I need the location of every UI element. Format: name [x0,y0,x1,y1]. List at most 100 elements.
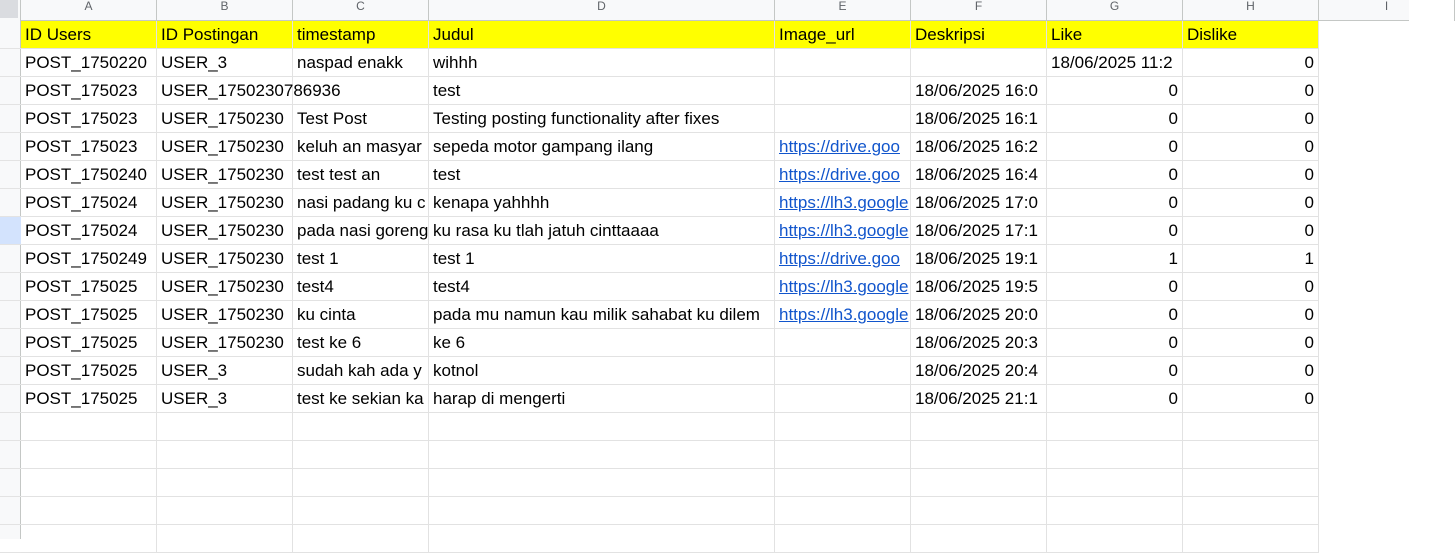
cell-e19[interactable] [775,525,911,553]
cell-b5[interactable]: USER_1750230 [157,133,293,161]
cell-a4[interactable]: POST_175023 [21,105,157,133]
cell-e8[interactable]: https://lh3.google [775,217,911,245]
cell-g3[interactable]: 0 [1047,77,1183,105]
row-header-10[interactable] [0,273,21,301]
cell-f11[interactable]: 18/06/2025 20:0 [911,301,1047,329]
cell-c11[interactable]: ku cinta [293,301,429,329]
header-cell-f[interactable]: Deskripsi [911,21,1047,49]
cell-a15[interactable] [21,413,157,441]
cell-h17[interactable] [1183,469,1319,497]
cell-b6[interactable]: USER_1750230 [157,161,293,189]
cell-g6[interactable]: 0 [1047,161,1183,189]
row-header-1[interactable] [0,21,21,49]
cell-g10[interactable]: 0 [1047,273,1183,301]
cell-b14[interactable]: USER_3 [157,385,293,413]
cell-d15[interactable] [429,413,775,441]
cell-d13[interactable]: kotnol [429,357,775,385]
cell-b8[interactable]: USER_1750230 [157,217,293,245]
cell-d6[interactable]: test [429,161,775,189]
cell-f9[interactable]: 18/06/2025 19:1 [911,245,1047,273]
column-header-i[interactable]: I [1319,0,1455,21]
cell-b4[interactable]: USER_1750230 [157,105,293,133]
cell-a9[interactable]: POST_1750249 [21,245,157,273]
cell-c17[interactable] [293,469,429,497]
cell-g5[interactable]: 0 [1047,133,1183,161]
cell-h19[interactable] [1183,525,1319,553]
cell-h6[interactable]: 0 [1183,161,1319,189]
cell-g8[interactable]: 0 [1047,217,1183,245]
cell-c6[interactable]: test test an [293,161,429,189]
cell-h5[interactable]: 0 [1183,133,1319,161]
cell-g12[interactable]: 0 [1047,329,1183,357]
column-header-b[interactable]: B [157,0,293,21]
cell-d18[interactable] [429,497,775,525]
cell-e2[interactable] [775,49,911,77]
row-header-18[interactable] [0,497,21,525]
cell-g16[interactable] [1047,441,1183,469]
cell-d8[interactable]: ku rasa ku tlah jatuh cinttaaaa [429,217,775,245]
cell-d7[interactable]: kenapa yahhhh [429,189,775,217]
column-header-d[interactable]: D [429,0,775,21]
cell-c18[interactable] [293,497,429,525]
row-header-11[interactable] [0,301,21,329]
cell-b13[interactable]: USER_3 [157,357,293,385]
cell-c3[interactable] [293,77,429,105]
cell-d4[interactable]: Testing posting functionality after fixe… [429,105,775,133]
cell-c5[interactable]: keluh an masyar [293,133,429,161]
row-header-14[interactable] [0,385,21,413]
cell-d11[interactable]: pada mu namun kau milik sahabat ku dilem [429,301,775,329]
cell-g18[interactable] [1047,497,1183,525]
cell-f15[interactable] [911,413,1047,441]
cell-g4[interactable]: 0 [1047,105,1183,133]
row-header-8[interactable] [0,217,21,245]
cell-e17[interactable] [775,469,911,497]
cell-a3[interactable]: POST_175023 [21,77,157,105]
cell-e13[interactable] [775,357,911,385]
cell-g2[interactable]: 18/06/2025 11:2 [1047,49,1183,77]
cell-g17[interactable] [1047,469,1183,497]
column-header-g[interactable]: G [1047,0,1183,21]
row-header-6[interactable] [0,161,21,189]
cell-h13[interactable]: 0 [1183,357,1319,385]
row-header-17[interactable] [0,469,21,497]
cell-h14[interactable]: 0 [1183,385,1319,413]
column-header-h[interactable]: H [1183,0,1319,21]
cell-a19[interactable] [21,525,157,553]
cell-b17[interactable] [157,469,293,497]
cell-b19[interactable] [157,525,293,553]
cell-b7[interactable]: USER_1750230 [157,189,293,217]
cell-f3[interactable]: 18/06/2025 16:0 [911,77,1047,105]
row-header-19[interactable] [0,525,21,553]
cell-e18[interactable] [775,497,911,525]
header-cell-c[interactable]: timestamp [293,21,429,49]
cell-h4[interactable]: 0 [1183,105,1319,133]
row-header-5[interactable] [0,133,21,161]
cell-e15[interactable] [775,413,911,441]
cell-d19[interactable] [429,525,775,553]
row-header-9[interactable] [0,245,21,273]
cell-e5[interactable]: https://drive.goo [775,133,911,161]
cell-e12[interactable] [775,329,911,357]
cell-b2[interactable]: USER_3 [157,49,293,77]
header-cell-h[interactable]: Dislike [1183,21,1319,49]
cell-c13[interactable]: sudah kah ada y [293,357,429,385]
cell-f18[interactable] [911,497,1047,525]
cell-e6[interactable]: https://drive.goo [775,161,911,189]
cell-b11[interactable]: USER_1750230 [157,301,293,329]
row-header-12[interactable] [0,329,21,357]
cell-e3[interactable] [775,77,911,105]
cell-f6[interactable]: 18/06/2025 16:4 [911,161,1047,189]
cell-a7[interactable]: POST_175024 [21,189,157,217]
cell-a2[interactable]: POST_1750220 [21,49,157,77]
cell-b16[interactable] [157,441,293,469]
cell-a18[interactable] [21,497,157,525]
row-header-2[interactable] [0,49,21,77]
cell-b12[interactable]: USER_1750230 [157,329,293,357]
cell-d17[interactable] [429,469,775,497]
cell-f14[interactable]: 18/06/2025 21:1 [911,385,1047,413]
cell-d3[interactable]: test [429,77,775,105]
cell-d5[interactable]: sepeda motor gampang ilang [429,133,775,161]
cell-g13[interactable]: 0 [1047,357,1183,385]
cell-a11[interactable]: POST_175025 [21,301,157,329]
